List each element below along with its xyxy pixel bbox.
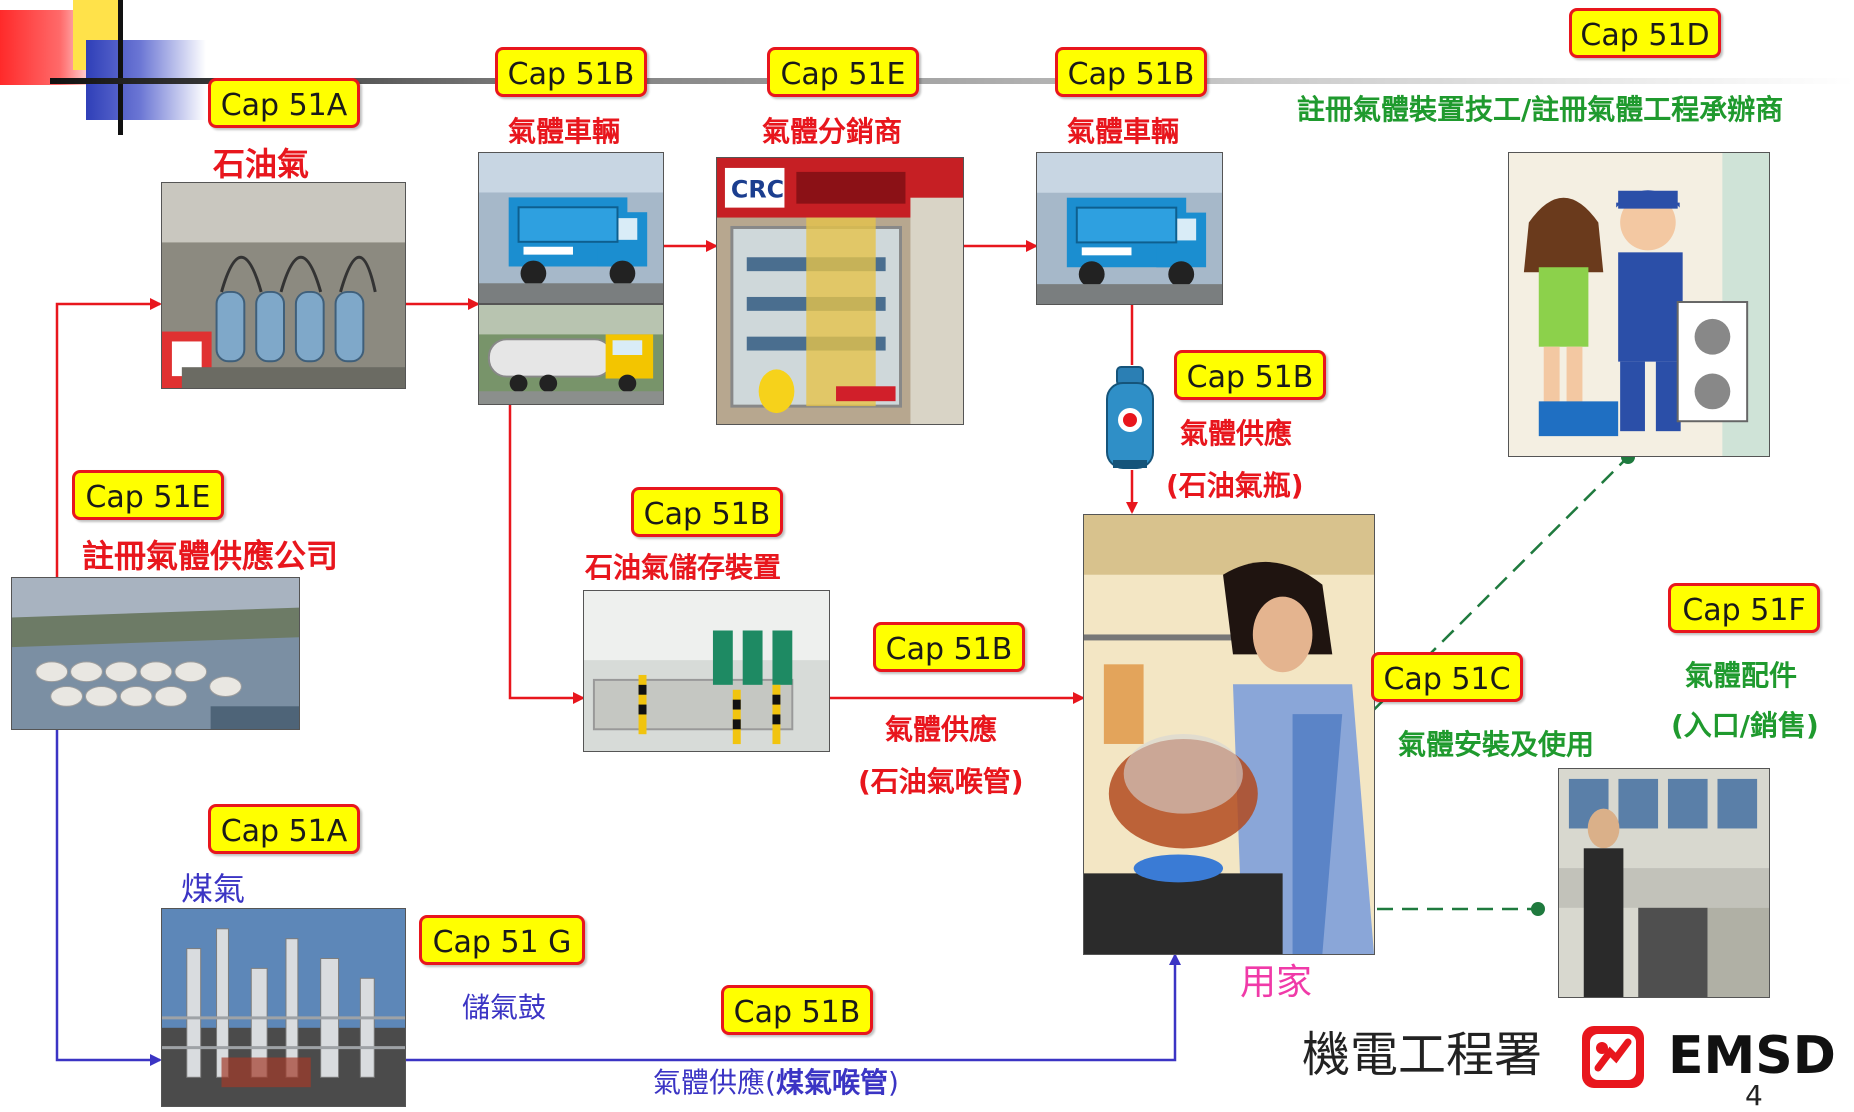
label-gas-vehicle: 氣體車輛 [508, 115, 621, 148]
label-cylinder-supply: 氣體供應 [1180, 417, 1293, 450]
label-lpg: 石油氣 [213, 145, 310, 183]
cap-51b-cylinder: Cap 51B [1174, 350, 1326, 400]
arrow-company-to-towngas [55, 730, 162, 1066]
cap-51c-installation: Cap 51C [1371, 652, 1523, 702]
label-fittings-sub: (入口/銷售) [1671, 709, 1819, 742]
label-pipe-sub-lpg: (石油氣喉管) [858, 765, 1024, 798]
lpg-tanker-photo [478, 304, 664, 405]
svg-text:CRC: CRC [731, 176, 784, 204]
lpg-cylinder-icon [1095, 365, 1165, 472]
emsd-brand: EMSD [1668, 1026, 1836, 1086]
cap-51b-pipe-lpg: Cap 51B [873, 622, 1025, 672]
label-pipe-supply-towngas-suffix: ) [887, 1066, 899, 1099]
gas-installer-cartoon [1508, 152, 1770, 457]
cap-51e-company: Cap 51E [72, 470, 224, 520]
emsd-logo-icon [1580, 1024, 1646, 1090]
label-gas-distributor: 氣體分銷商 [762, 115, 903, 148]
cap-51g-gasholder: Cap 51 G [419, 915, 585, 965]
label-registered-installer: 註冊氣體裝置技工/註冊氣體工程承辦商 [1297, 93, 1784, 126]
label-user: 用家 [1240, 962, 1313, 1003]
towngas-plant-photo [161, 908, 406, 1107]
lpg-filling-plant-photo [161, 182, 406, 389]
label-cylinder-sub: (石油氣瓶) [1166, 469, 1304, 502]
gas-terminal-aerial-photo [11, 577, 300, 730]
label-pipe-supply-lpg: 氣體供應 [885, 713, 998, 746]
user-cooking-photo [1083, 514, 1375, 955]
cap-51b-vehicle: Cap 51B [495, 47, 647, 97]
label-gas-vehicle-2: 氣體車輛 [1067, 115, 1180, 148]
cap-51b-vehicle-2: Cap 51B [1055, 47, 1207, 97]
cap-51e-distributor: Cap 51E [767, 47, 919, 97]
gas-truck-photo [478, 152, 664, 304]
label-gas-fittings: 氣體配件 [1685, 659, 1798, 692]
label-installation-use: 氣體安裝及使用 [1398, 728, 1595, 761]
dept-name: 機電工程署 [1302, 1027, 1543, 1083]
lpg-storage-installation-photo [583, 590, 830, 752]
gas-appliance-showroom-photo [1558, 768, 1770, 998]
gas-truck-photo-2 [1036, 152, 1223, 305]
label-supply-company: 註冊氣體供應公司 [82, 537, 339, 575]
page-number: 4 [1745, 1079, 1763, 1112]
cap-51b-storage: Cap 51B [631, 487, 783, 537]
cap-51f-fittings: Cap 51F [1668, 583, 1820, 633]
label-pipe-supply-towngas-bold: 煤氣喉管 [775, 1066, 888, 1099]
header-decoration [0, 0, 1854, 135]
arrow-towngas-to-user [405, 953, 1181, 1062]
label-pipe-supply-towngas-prefix: 氣體供應( [653, 1066, 776, 1099]
arrow-company-to-lpg [55, 298, 162, 577]
label-pipe-supply-towngas: 氣體供應(煤氣喉管) [653, 1069, 899, 1097]
cap-51a-lpg: Cap 51A [208, 78, 360, 128]
label-gasholder: 儲氣鼓 [462, 991, 547, 1024]
gas-distributor-shop-photo: CRC [716, 157, 964, 425]
cap-51b-pipe-towngas: Cap 51B [721, 985, 873, 1035]
link-dot [1531, 902, 1545, 916]
label-lpg-storage: 石油氣儲存裝置 [585, 551, 782, 584]
label-towngas: 煤氣 [181, 870, 246, 908]
cap-51a-towngas: Cap 51A [208, 804, 360, 854]
cap-51d-installer: Cap 51D [1569, 8, 1721, 58]
arrow-tanker-to-storage [508, 405, 585, 704]
